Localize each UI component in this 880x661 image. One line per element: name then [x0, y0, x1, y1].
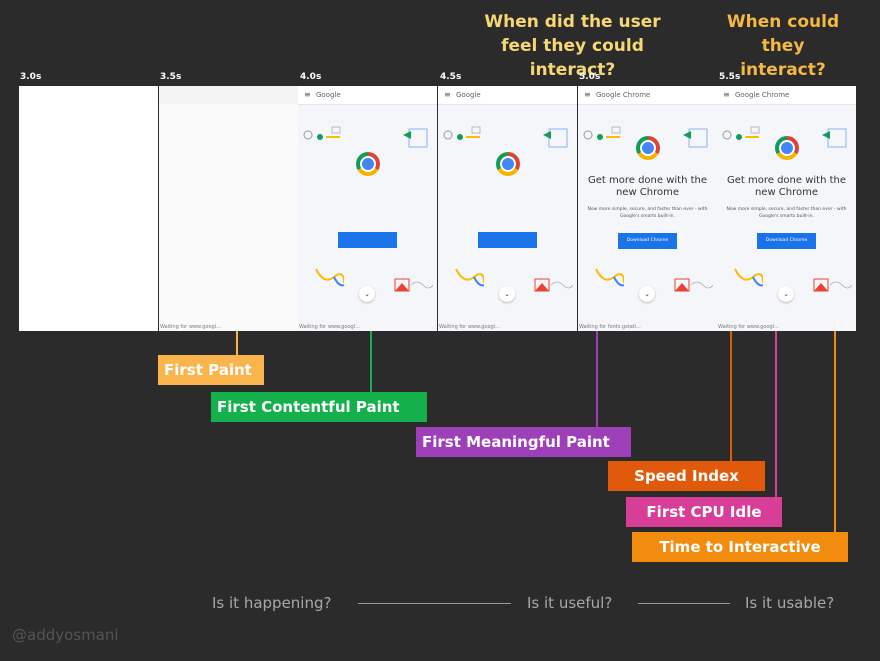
brand-name: Google	[456, 91, 481, 99]
chrome-logo-icon	[356, 152, 380, 176]
loading-status: Waiting for www.googl...	[299, 324, 360, 330]
page-header: ≡ Google Chrome	[717, 86, 856, 105]
progression-divider	[358, 603, 511, 604]
doodle-envelope-icon	[394, 278, 433, 292]
page-body: ⌄	[438, 105, 577, 331]
page-body: Get more done with the new Chrome Now mo…	[717, 105, 856, 331]
chevron-down-icon: ⌄	[359, 286, 375, 302]
chrome-logo-icon	[775, 136, 799, 160]
doodle-shapes-icon	[443, 126, 481, 140]
doodle-square-icon	[822, 128, 847, 148]
filmstrip-frame: Waiting for www.googl...	[159, 86, 298, 331]
speed-index-connector	[730, 331, 732, 461]
loading-status: Waiting for www.googl...	[718, 324, 779, 330]
progression-divider	[638, 603, 730, 604]
doodle-wave-icon	[455, 268, 484, 287]
doodle-shapes-icon	[583, 126, 621, 140]
metric-time-to-interactive: Time to Interactive	[632, 532, 848, 562]
filmstrip-frame: ≡ Google ⌄ Waiting for www.googl...	[298, 86, 437, 331]
fmp-connector	[596, 331, 598, 427]
page-body: ⌄	[298, 105, 437, 331]
download-button	[338, 232, 397, 248]
timestamp-label: 3.0s	[20, 72, 42, 82]
question-happening: Is it happening?	[212, 594, 332, 612]
hamburger-icon: ≡	[304, 90, 311, 99]
chrome-logo-icon	[636, 136, 660, 160]
chevron-down-icon: ⌄	[778, 286, 794, 302]
metric-first-meaningful-paint: First Meaningful Paint	[416, 427, 631, 457]
timestamp-label: 5.0s	[579, 72, 601, 82]
doodle-wave-icon	[734, 268, 763, 287]
filmstrip-frame: ≡ Google Chrome Get more done with the n…	[578, 86, 717, 331]
question-useful: Is it useful?	[527, 594, 613, 612]
filmstrip-frame: ≡ Google ⌄ Waiting for www.googl...	[438, 86, 577, 331]
brand-name: Google Chrome	[735, 91, 790, 99]
metric-first-cpu-idle: First CPU Idle	[626, 497, 782, 527]
timestamp-label: 4.0s	[300, 72, 322, 82]
filmstrip-frame: ≡ Google Chrome Get more done with the n…	[717, 86, 856, 331]
first-paint-connector	[236, 331, 238, 355]
page-subtext: Now more simple, secure, and faster than…	[587, 207, 708, 219]
loading-status: Waiting for fonts.gstati...	[579, 324, 641, 330]
fcp-connector	[370, 331, 372, 392]
page-body: Get more done with the new Chrome Now mo…	[578, 105, 717, 331]
page-subtext: Now more simple, secure, and faster than…	[726, 207, 847, 219]
brand-name: Google	[316, 91, 341, 99]
brand-name: Google Chrome	[596, 91, 651, 99]
page-header: ≡ Google	[438, 86, 577, 105]
page-header: ≡ Google Chrome	[578, 86, 717, 105]
filmstrip-frame	[19, 86, 158, 331]
question-user-feel: When did the user feel they could intera…	[484, 12, 661, 80]
loading-status: Waiting for www.googl...	[160, 324, 221, 330]
timestamp-label: 4.5s	[440, 72, 462, 82]
chrome-logo-icon	[496, 152, 520, 176]
question-usable: Is it usable?	[745, 594, 835, 612]
doodle-square-icon	[543, 128, 568, 148]
doodle-envelope-icon	[534, 278, 573, 292]
metric-first-paint: First Paint	[158, 355, 264, 385]
doodle-shapes-icon	[303, 126, 341, 140]
page-headline: Get more done with the new Chrome	[726, 175, 847, 198]
download-button: Download Chrome	[618, 233, 677, 249]
download-button	[478, 232, 537, 248]
doodle-square-icon	[403, 128, 428, 148]
metric-speed-index: Speed Index	[608, 461, 765, 491]
timestamp-label: 3.5s	[160, 72, 182, 82]
doodle-wave-icon	[595, 268, 624, 287]
page-headline: Get more done with the new Chrome	[587, 175, 708, 198]
doodle-wave-icon	[315, 268, 344, 287]
metric-first-contentful-paint: First Contentful Paint	[211, 392, 427, 422]
timestamp-label: 5.5s	[719, 72, 741, 82]
cpu-idle-connector	[775, 331, 777, 497]
hamburger-icon: ≡	[584, 90, 591, 99]
doodle-square-icon	[683, 128, 708, 148]
tti-connector	[834, 331, 836, 532]
download-button: Download Chrome	[757, 233, 816, 249]
author-credit: @addyosmani	[12, 626, 119, 644]
hamburger-icon: ≡	[723, 90, 730, 99]
doodle-envelope-icon	[813, 278, 852, 292]
question-could-interact: When could they interact?	[726, 12, 840, 80]
chevron-down-icon: ⌄	[639, 286, 655, 302]
chevron-down-icon: ⌄	[499, 286, 515, 302]
doodle-envelope-icon	[674, 278, 713, 292]
page-header: ≡ Google	[298, 86, 437, 105]
doodle-shapes-icon	[722, 126, 760, 140]
loading-status: Waiting for www.googl...	[439, 324, 500, 330]
hamburger-icon: ≡	[444, 90, 451, 99]
